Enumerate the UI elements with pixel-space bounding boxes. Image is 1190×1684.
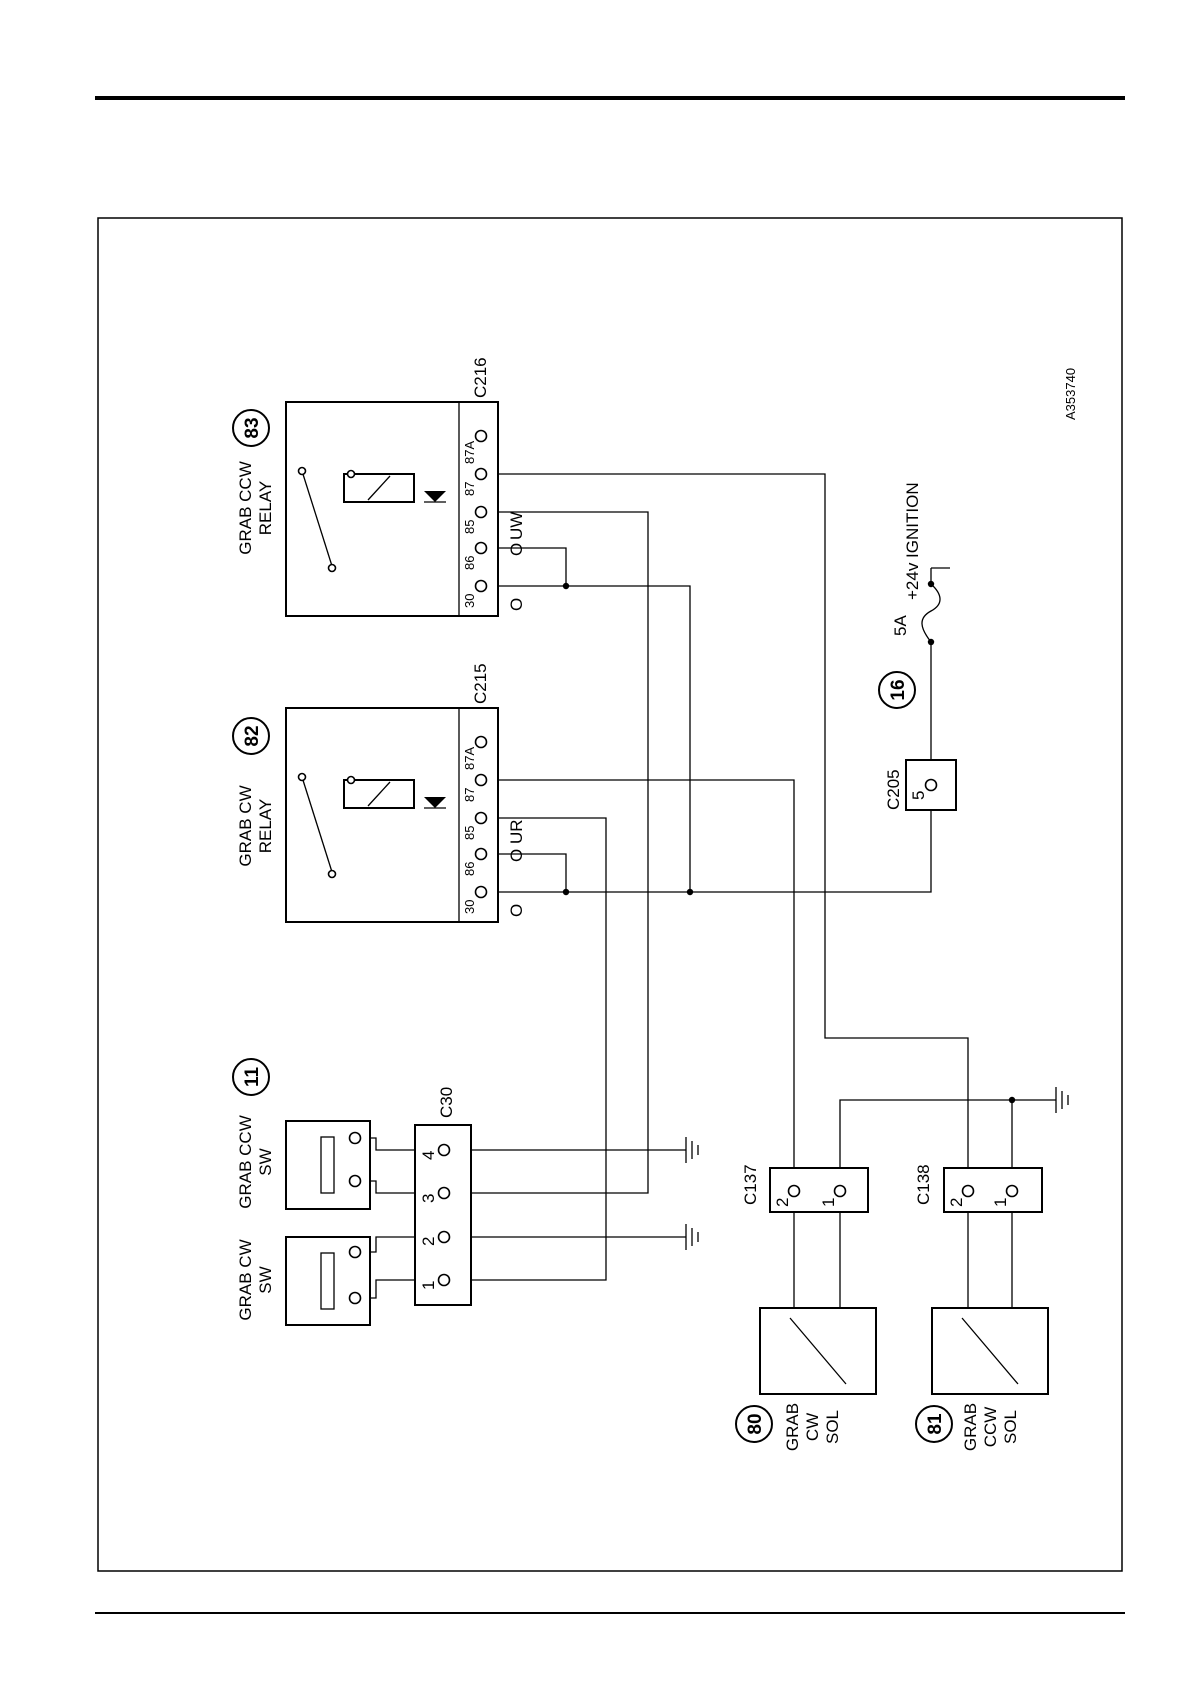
relay-cw-ref: 82: [242, 725, 263, 746]
solenoid-cw-line1: GRAB: [783, 1403, 802, 1451]
c205-pin: 5: [909, 791, 928, 800]
c30-pin-4: 4: [419, 1151, 438, 1160]
relay-ccw-code-85: UW: [507, 512, 526, 540]
solenoid-ccw-line1: GRAB: [961, 1403, 980, 1451]
relay-cw: 30 86 85 87 87A O O UR C215 GRAB CW RELA…: [233, 663, 526, 922]
relay-ccw-pin-85: 85: [462, 520, 477, 534]
grab-cw-solenoid: 80 GRAB CW SOL: [736, 1308, 876, 1451]
solenoid-ccw-line2: CCW: [981, 1407, 1000, 1448]
ground-symbol-solenoids: [1056, 1087, 1068, 1113]
relay-ccw-pin-87: 87: [462, 482, 477, 496]
relay-ccw-pin-86: 86: [462, 556, 477, 570]
relay-ccw-code-30: O: [507, 598, 526, 611]
relay-ccw-code-86: O: [507, 543, 526, 556]
c138-pin-1: 1: [991, 1198, 1010, 1207]
grab-ccw-switch-line1: GRAB CCW: [236, 1115, 255, 1209]
relay-cw-code-30: O: [507, 904, 526, 917]
relay-ccw-pin-30: 30: [462, 594, 477, 608]
relay-ccw-title-line2: RELAY: [256, 481, 275, 536]
c30-connector-label: C30: [437, 1087, 456, 1118]
relay-cw-pin-87: 87: [462, 788, 477, 802]
power-feed: 5 C205 16 5A +24v IGNITION: [879, 482, 956, 810]
relay-cw-pin-87a: 87A: [462, 747, 477, 770]
c138-connector-label: C138: [914, 1164, 933, 1205]
relay-cw-pin-30: 30: [462, 900, 477, 914]
c30-pin-2: 2: [419, 1237, 438, 1246]
relay-ccw-pin-87a: 87A: [462, 441, 477, 464]
c138-pin-2: 2: [947, 1198, 966, 1207]
relay-cw-pin-85: 85: [462, 826, 477, 840]
relay-ccw-title-line1: GRAB CCW: [236, 461, 255, 555]
power-ref: 16: [888, 679, 909, 700]
footer-rule: [95, 1612, 1125, 1614]
relay-ccw-ref: 83: [242, 417, 263, 438]
switch-ref: 11: [242, 1067, 263, 1088]
solenoid-cw-line3: SOL: [823, 1410, 842, 1444]
relay-cw-connector: C215: [471, 663, 490, 704]
c137-pin-1: 1: [819, 1198, 838, 1207]
solenoid-cw-line2: CW: [803, 1413, 822, 1441]
switch-group: 1 2 3 4 C30 GRAB CW SW GRAB CCW SW 11: [233, 1059, 471, 1325]
relay-cw-title-line1: GRAB CW: [236, 785, 255, 866]
header-rule: [95, 96, 1125, 100]
relay-ccw-connector: C216: [471, 357, 490, 398]
c205-connector-label: C205: [884, 769, 903, 810]
grab-cw-switch-line2: SW: [256, 1266, 275, 1293]
supply-label: +24v IGNITION: [903, 482, 922, 600]
grab-ccw-switch-line2: SW: [256, 1148, 275, 1175]
relay-cw-title-line2: RELAY: [256, 799, 275, 854]
c30-pin-1: 1: [419, 1281, 438, 1290]
relay-ccw: 30 86 85 87 87A O O UW C216 GRAB CCW REL…: [233, 357, 526, 616]
grab-ccw-solenoid: 81 GRAB CCW SOL: [916, 1308, 1048, 1451]
solenoid-ccw-line3: SOL: [1001, 1410, 1020, 1444]
relay-cw-code-86: O: [507, 849, 526, 862]
grab-cw-switch-line1: GRAB CW: [236, 1239, 255, 1320]
c137-connector-label: C137: [741, 1164, 760, 1205]
c30-pin-3: 3: [419, 1194, 438, 1203]
fuse-rating: 5A: [891, 615, 910, 636]
relay-cw-code-85: UR: [507, 819, 526, 844]
relay-cw-pin-86: 86: [462, 862, 477, 876]
ground-symbol-c30-4: [686, 1137, 698, 1163]
c138-connector-group: 2 1 C138: [914, 1164, 1042, 1212]
diagram-reference: A353740: [1063, 368, 1078, 420]
c137-connector-group: 2 1 C137: [741, 1164, 868, 1212]
solenoid-ccw-ref: 81: [925, 1413, 946, 1435]
c137-pin-2: 2: [773, 1198, 792, 1207]
ground-symbol-c30-2: [686, 1224, 698, 1250]
solenoid-cw-ref: 80: [745, 1413, 766, 1434]
